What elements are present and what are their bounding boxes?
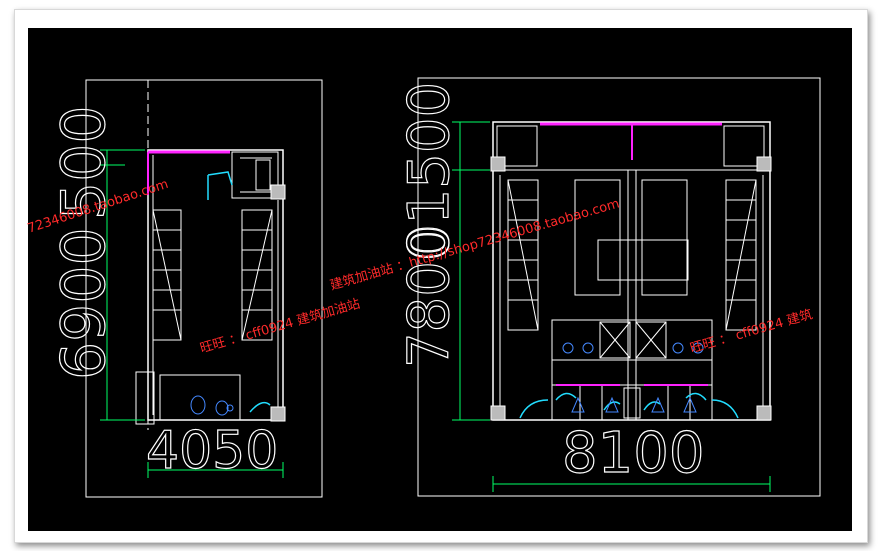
right-elevator-right	[723, 125, 765, 167]
left-toilet-room	[159, 374, 241, 421]
left-outer-border	[85, 79, 323, 498]
right-dim-horizontal: 8100	[562, 421, 705, 486]
right-stair-hatch-a	[507, 179, 539, 331]
right-plan	[417, 77, 821, 497]
left-elevator	[231, 151, 279, 199]
right-elevator-left	[496, 125, 538, 167]
drawing-background	[28, 28, 852, 531]
left-column-top	[270, 184, 286, 200]
right-stair-hatch-b	[725, 179, 757, 331]
left-dim-horizontal: 4050	[146, 421, 278, 481]
right-fixtures	[562, 342, 704, 413]
left-stair-hatch-a	[152, 209, 182, 341]
left-dimension-lines	[100, 149, 284, 478]
right-dim-vertical-a: 7800	[397, 225, 462, 368]
left-column-bottom	[270, 406, 286, 422]
right-dim-vertical-b: 01500	[397, 82, 462, 260]
right-outer-border	[417, 77, 821, 497]
right-doors	[519, 392, 739, 419]
left-door-swing	[207, 171, 233, 200]
left-fixtures	[190, 395, 234, 416]
left-dim-vertical-a: 6900	[49, 227, 119, 380]
left-plan	[85, 79, 323, 498]
left-dim-vertical-b: 500	[49, 105, 119, 220]
right-toilet-block	[551, 319, 713, 421]
right-dimension-lines	[452, 121, 771, 492]
left-stair-hatch-b	[241, 209, 273, 341]
